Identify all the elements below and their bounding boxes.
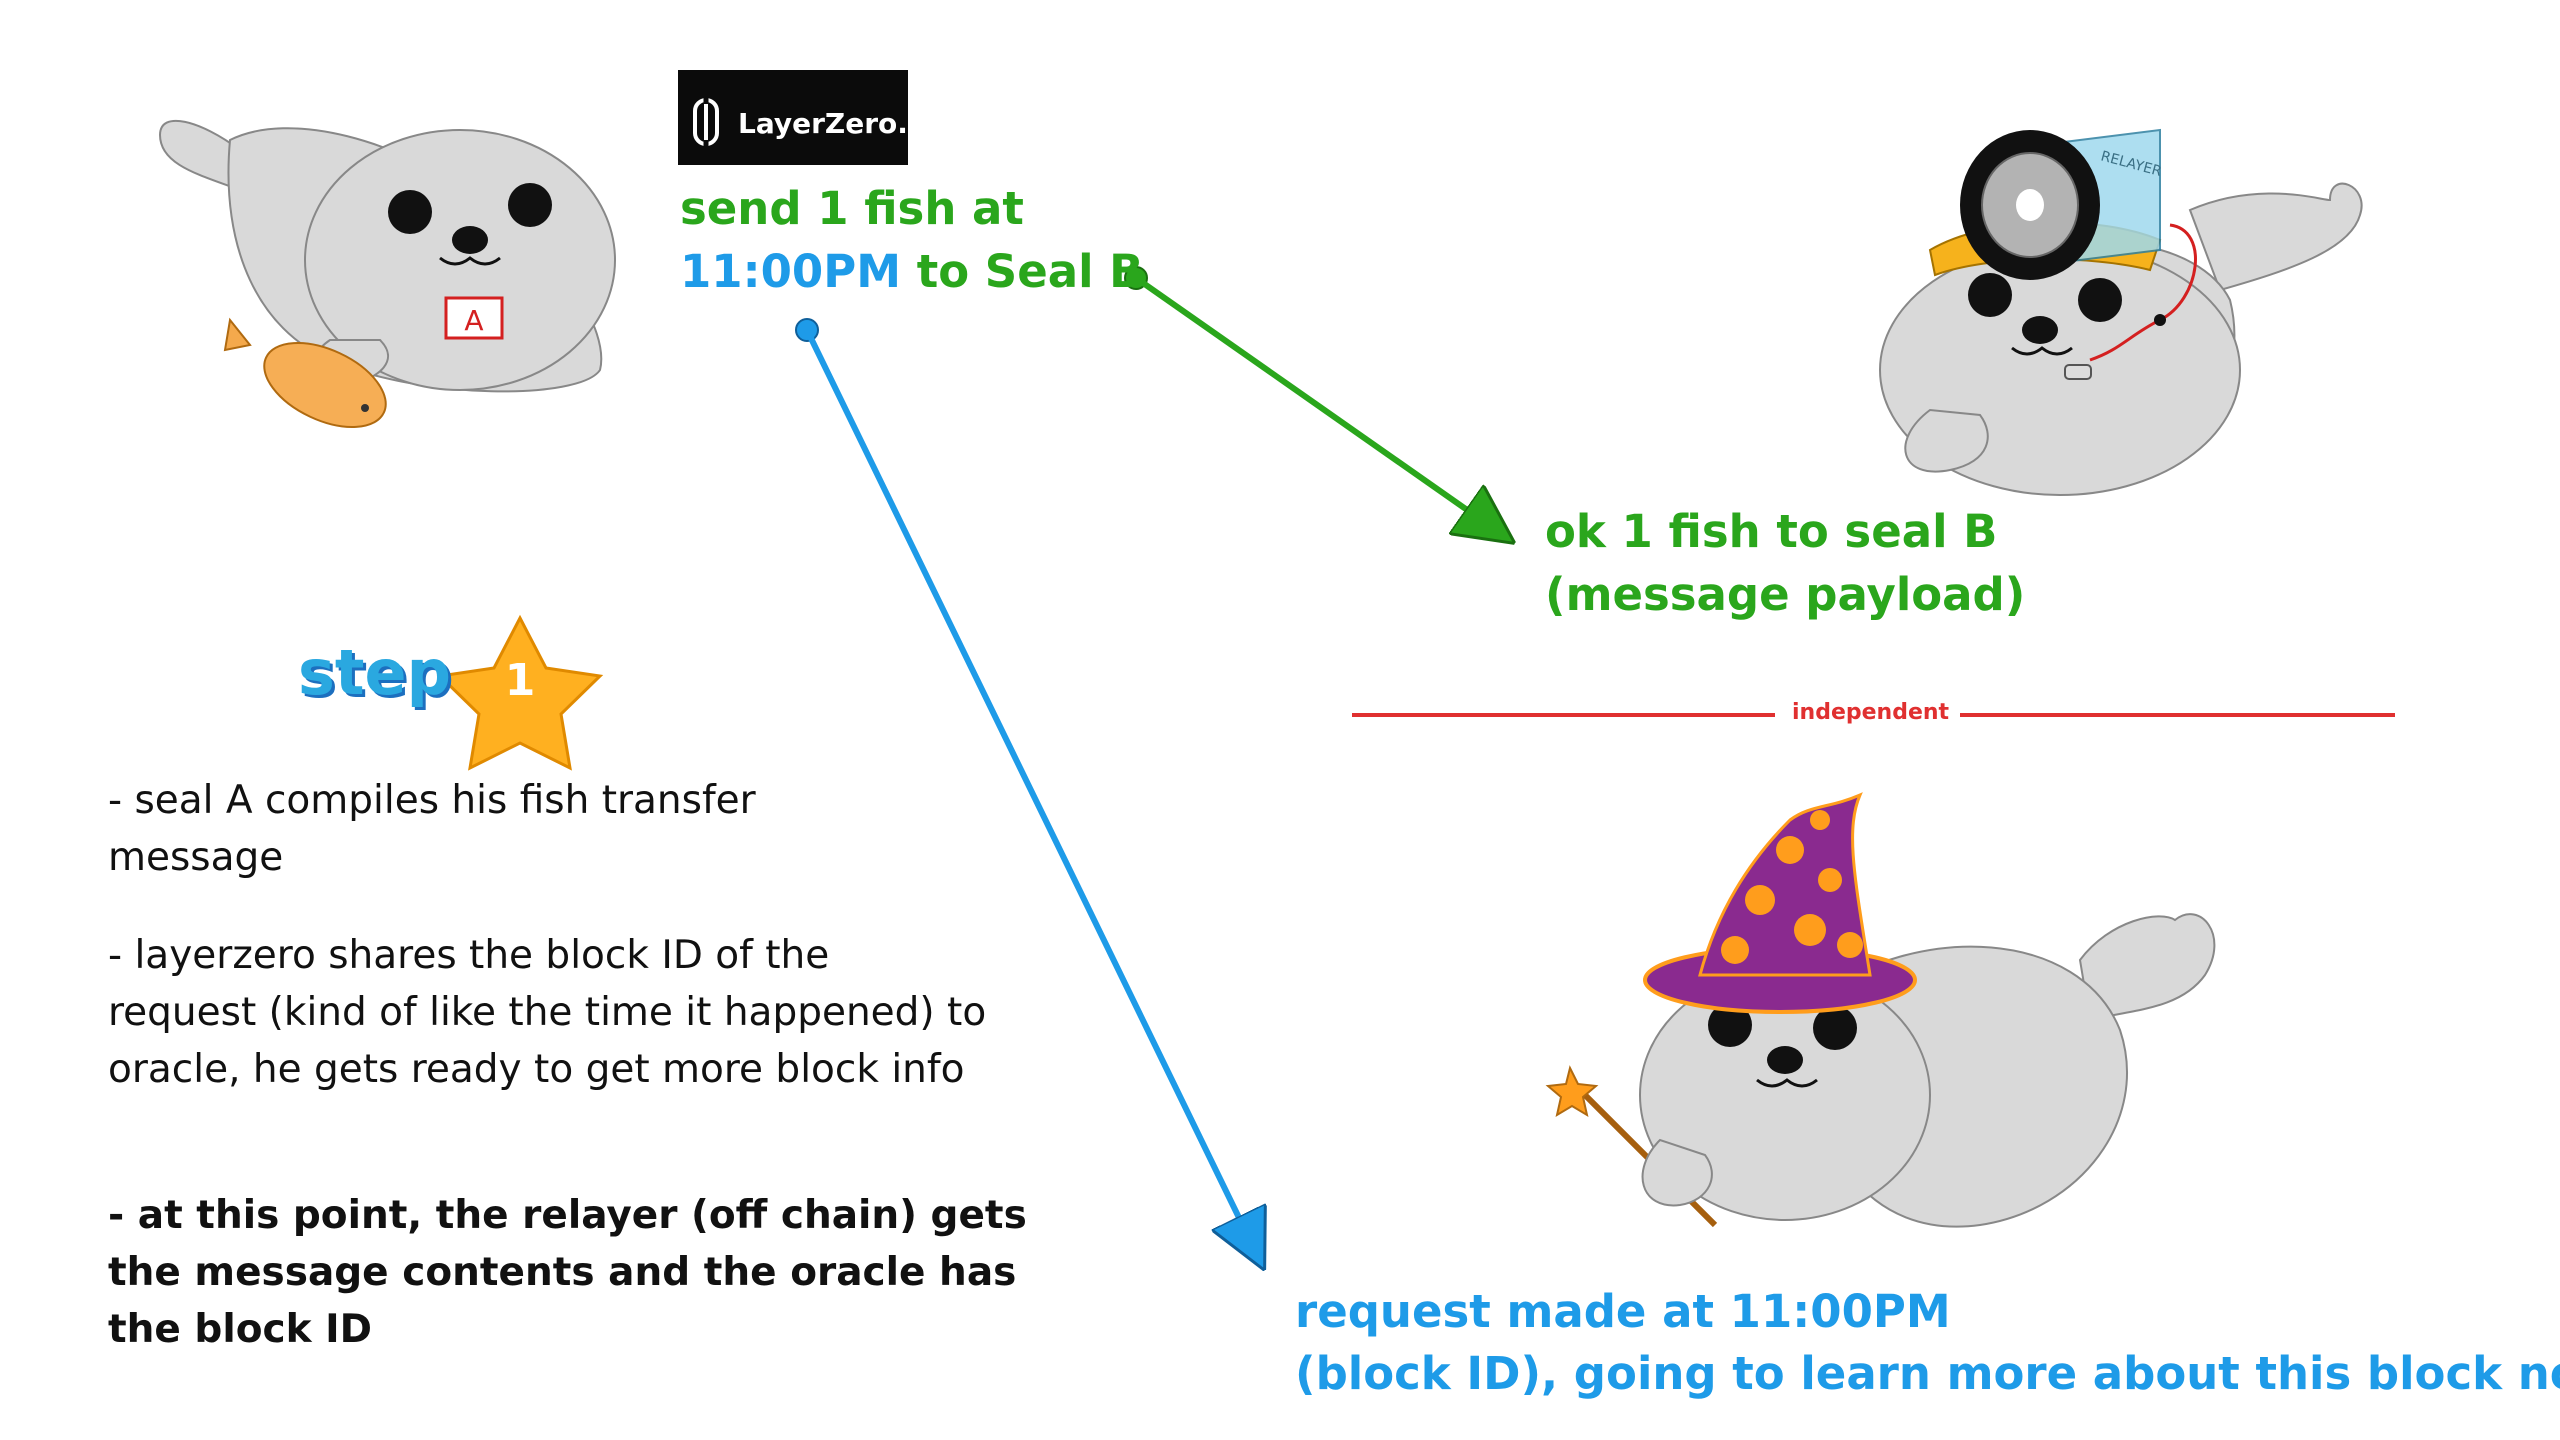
relayer-label-line1: ok 1 fish to seal B (1545, 505, 1998, 558)
send-label-line2: 11:00PM to Seal B (680, 245, 1143, 298)
note-3: - at this point, the relayer (off chain)… (108, 1193, 1027, 1352)
send-rest: to Seal B (916, 245, 1144, 298)
seal-a: A (158, 119, 616, 428)
note-2: - layerzero shares the block ID of the r… (108, 933, 987, 1092)
step-number: 1 (505, 655, 536, 706)
green-arrow (1124, 266, 1510, 540)
independent-label: independent (1792, 700, 1950, 725)
fish-icon (223, 317, 387, 428)
wizard-hat-icon (1643, 792, 1917, 1014)
step-title: step (298, 636, 451, 709)
note-1: - seal A compiles his fish transfer mess… (108, 778, 756, 880)
relayer-can-icon: RELAYER (1960, 128, 2164, 280)
seal-a-badge: A (464, 304, 483, 337)
oracle-label-line1: request made at 11:00PM (1295, 1285, 1951, 1338)
step-star-icon: 1 (436, 614, 604, 771)
send-label-line1: send 1 fish at (680, 182, 1024, 235)
layerzero-logo-mark (693, 96, 719, 148)
relayer-label-line2: (message payload) (1545, 568, 2026, 621)
oracle-seal (1545, 792, 2216, 1228)
send-time: 11:00PM (680, 245, 902, 298)
layerzero-logo-text: LayerZero. (738, 107, 908, 140)
blue-arrow (795, 318, 1262, 1265)
oracle-label-line2: (block ID), going to learn more about th… (1295, 1347, 2560, 1400)
relayer-seal: RELAYER (1879, 128, 2363, 496)
